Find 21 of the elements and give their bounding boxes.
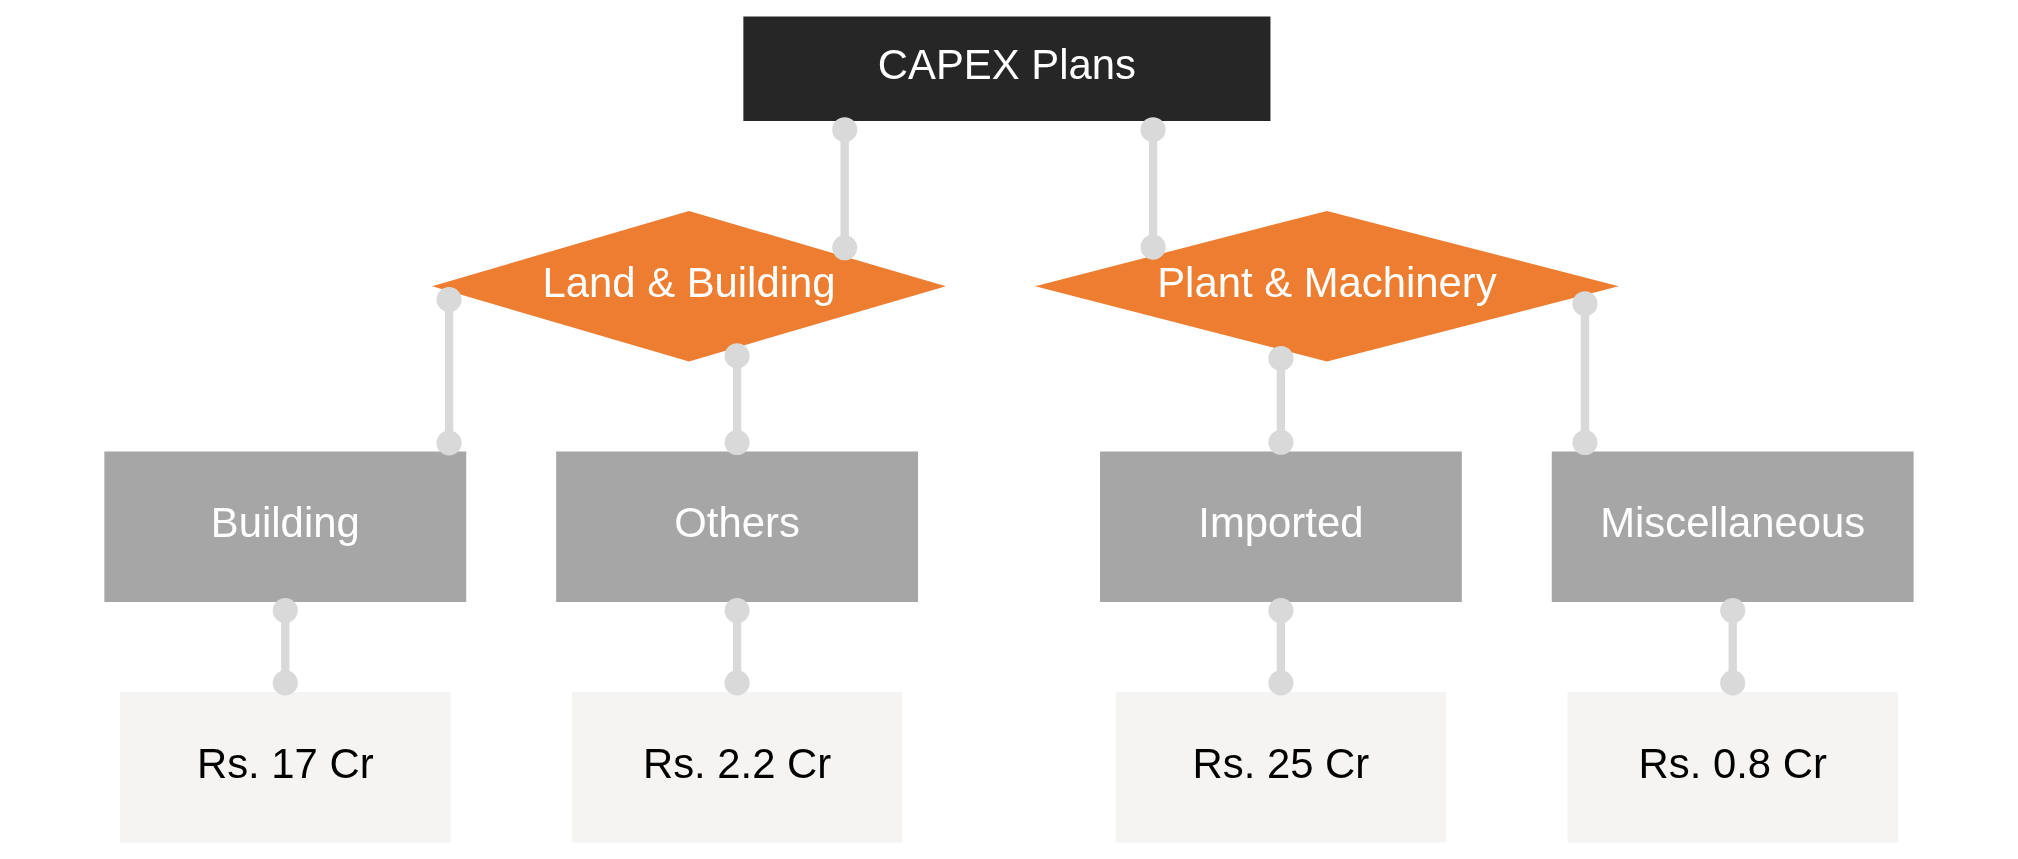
node-box: Building <box>104 451 467 603</box>
connector <box>1720 598 1746 696</box>
connector <box>832 117 858 261</box>
node-diamond: Plant & Machinery <box>1035 210 1619 362</box>
node-box: Others <box>556 451 918 603</box>
connector <box>724 598 750 696</box>
connector <box>1268 598 1294 696</box>
connector <box>724 343 750 456</box>
connector <box>272 598 298 696</box>
node-box: Rs. 25 Cr <box>1115 692 1447 843</box>
node-box: Rs. 0.8 Cr <box>1567 692 1898 843</box>
node-diamond: Land & Building <box>432 210 946 362</box>
node-box: Miscellaneous <box>1551 451 1914 603</box>
node-box: Rs. 2.2 Cr <box>571 692 903 843</box>
node-box: Rs. 17 Cr <box>120 692 451 843</box>
connector <box>1572 291 1598 456</box>
node-box: CAPEX Plans <box>743 16 1271 121</box>
node-box: Imported <box>1100 451 1462 603</box>
connector <box>1140 117 1166 260</box>
connector <box>1268 345 1294 455</box>
connector <box>436 287 462 456</box>
